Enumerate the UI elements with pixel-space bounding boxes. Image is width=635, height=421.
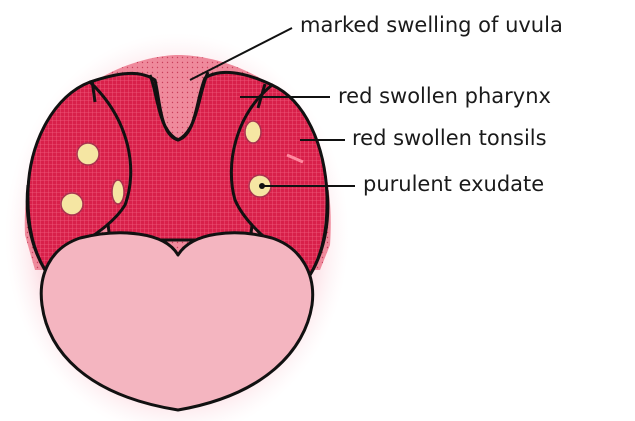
exudate-spot <box>112 180 124 204</box>
label-tonsils: red swollen tonsils <box>352 128 547 149</box>
exudate-spot <box>245 121 261 143</box>
exudate-spot <box>77 143 99 165</box>
exudate-spot <box>61 193 83 215</box>
label-uvula-swelling: marked swelling of uvula <box>300 15 563 36</box>
label-pharynx: red swollen pharynx <box>338 86 551 107</box>
label-exudate: purulent exudate <box>363 174 544 195</box>
